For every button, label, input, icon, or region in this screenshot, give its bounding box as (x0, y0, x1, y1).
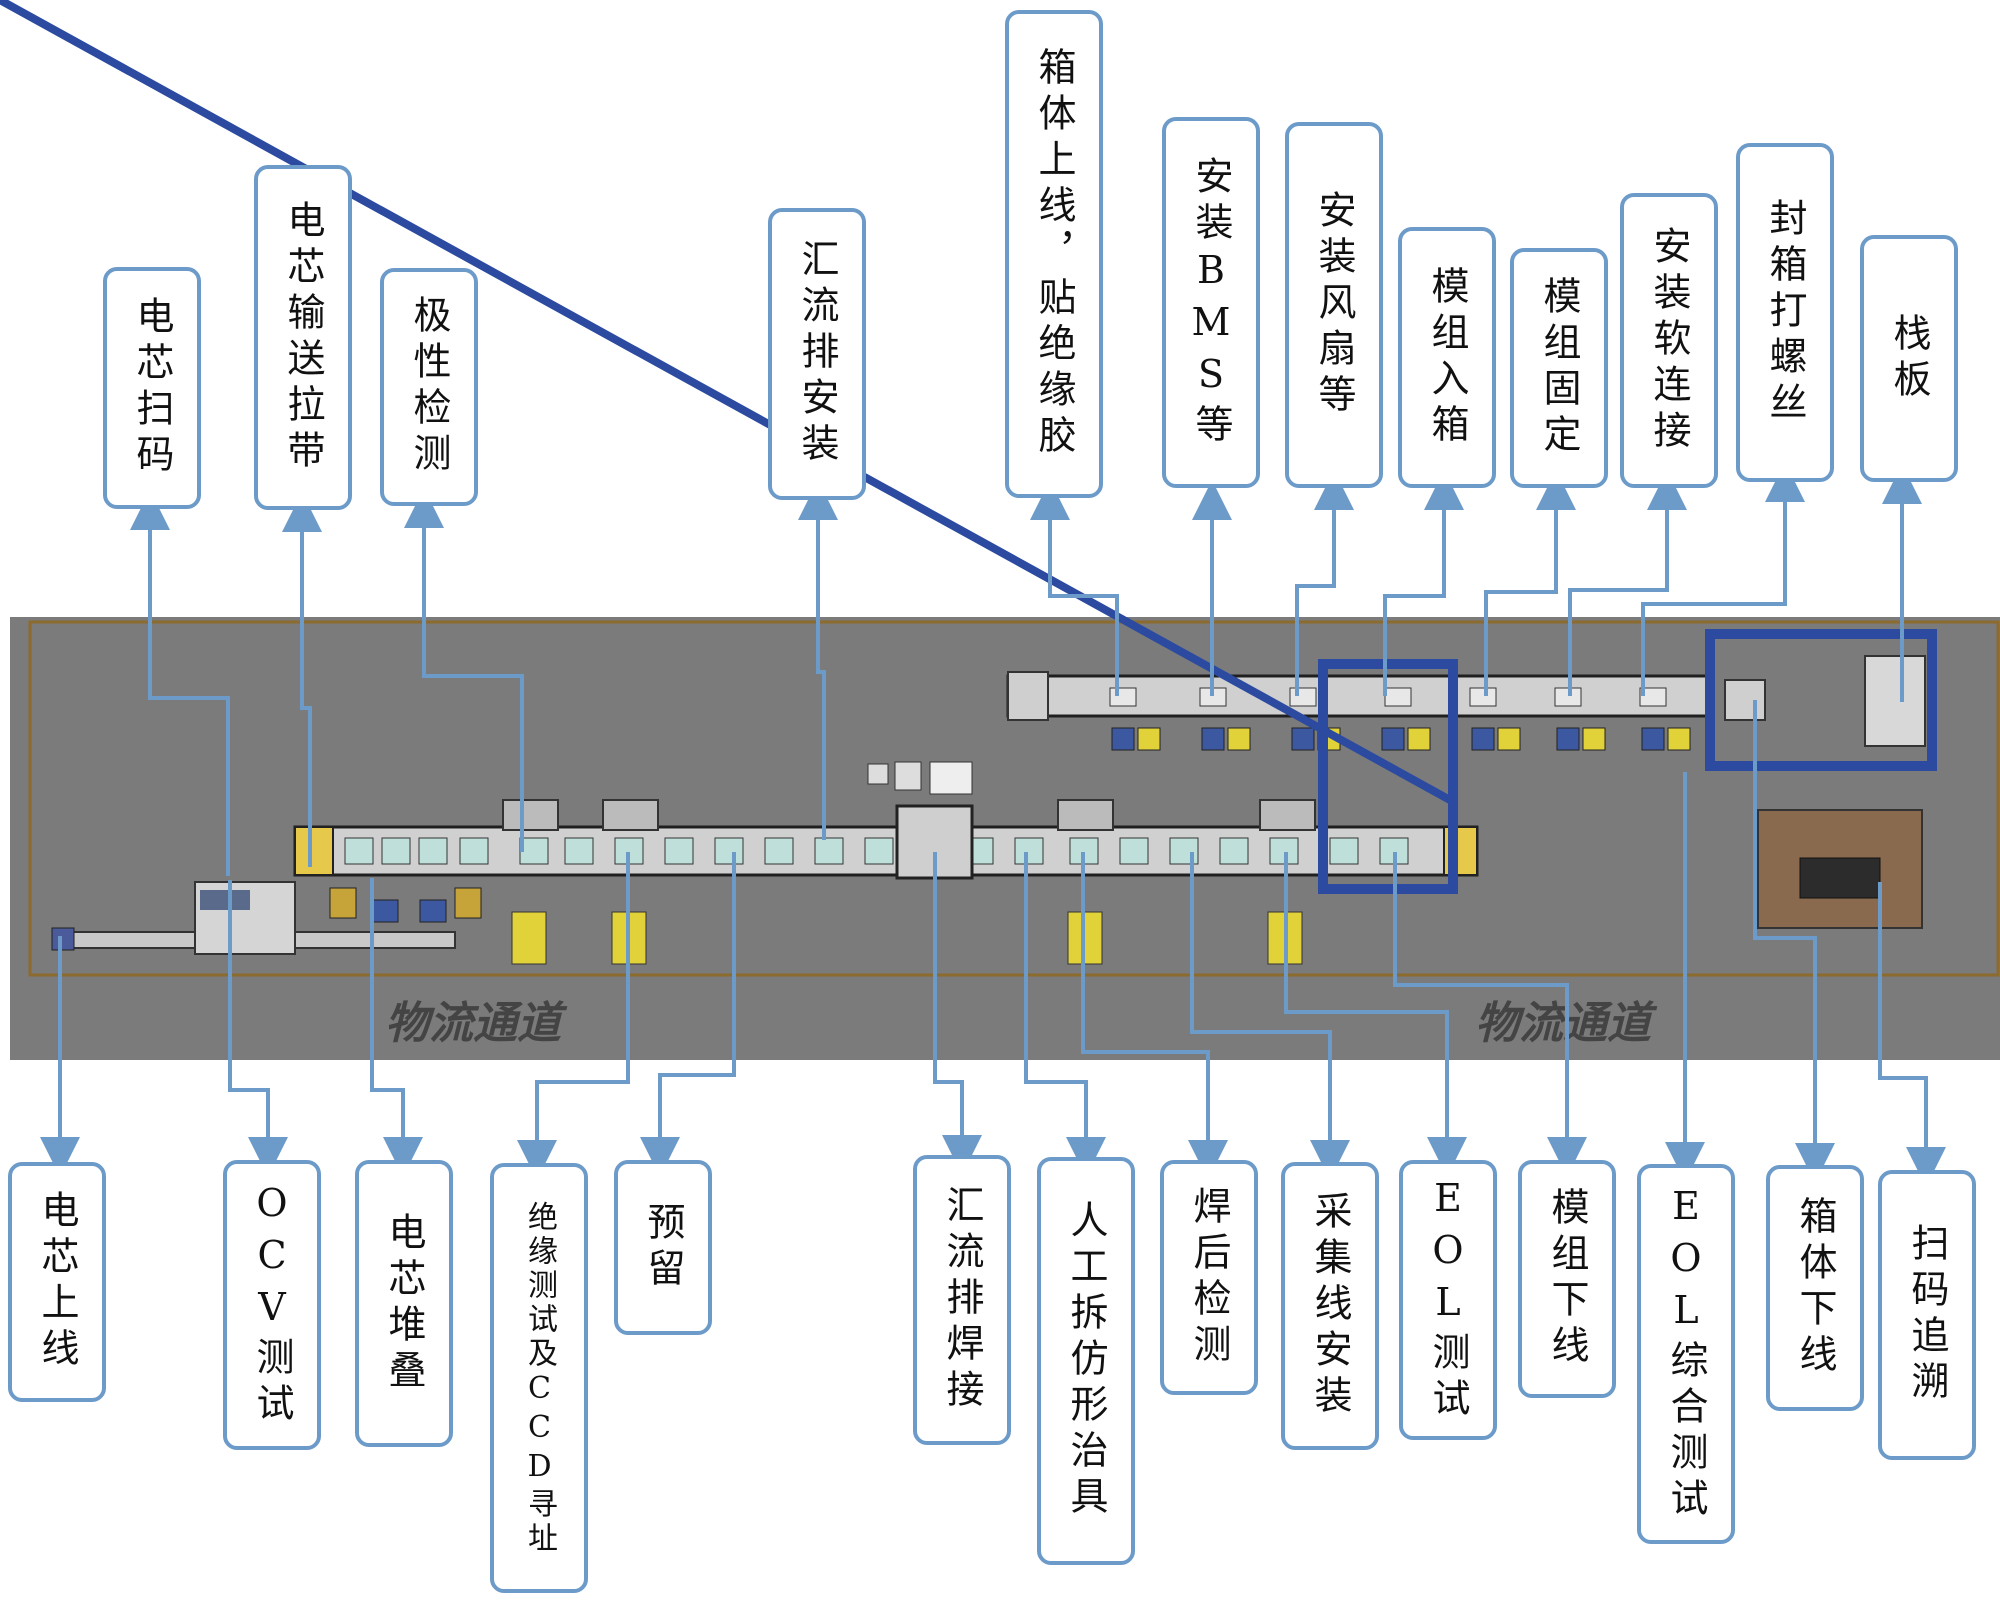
label-module-offline: 模组下线 (1518, 1160, 1616, 1398)
label-box-online: 箱体上线，贴绝缘胶 (1005, 10, 1103, 498)
gantry-middle-beam (0, 0, 1452, 804)
weld-cabinet-2 (894, 761, 922, 791)
connector-busbar-install (798, 480, 838, 840)
label-cell-conveyor: 电芯输送拉带 (254, 165, 352, 510)
label-install-bms: 安装BMS等 (1162, 117, 1260, 488)
trace-workstation (1799, 857, 1881, 899)
label-pallet: 栈板 (1860, 235, 1958, 482)
pack-line-loader (1007, 671, 1049, 721)
label-cell-stack: 电芯堆叠 (355, 1160, 453, 1447)
label-busbar-install: 汇流排安装 (768, 208, 866, 500)
feeder-head (51, 927, 75, 951)
test-station-2 (602, 799, 659, 831)
module-offline-station (1724, 679, 1766, 721)
stack-station-a (329, 887, 357, 919)
connector-soft-connect (1568, 470, 1687, 696)
connector-busbar-weld (933, 852, 982, 1175)
main-conveyor-start (294, 826, 334, 876)
connector-box-online (1030, 480, 1119, 696)
connector-ocv-test (228, 880, 288, 1177)
label-insulation-ccd: 绝缘测试及CCD寻址 (490, 1163, 588, 1593)
connector-lines (40, 462, 1946, 1187)
label-soft-connect: 安装软连接 (1620, 193, 1718, 488)
gantry-middle (1318, 659, 1458, 894)
floor-plan: 物流通道 物流通道 (0, 0, 2000, 1060)
pack-line-stations (1109, 687, 1691, 751)
ocv-panel (200, 890, 250, 910)
stack-station-b (371, 899, 399, 923)
connector-eol-test (1284, 852, 1467, 1177)
connector-harness-install (1190, 852, 1350, 1180)
label-cell-scan: 电芯扫码 (103, 267, 201, 509)
label-ocv-test: OCV测试 (223, 1160, 321, 1450)
channel-label-left: 物流通道 (385, 998, 568, 1049)
connector-insulation-ccd (517, 852, 630, 1180)
connector-seal-screw (1641, 462, 1805, 696)
label-install-fan: 安装风扇等 (1285, 122, 1383, 488)
label-scan-trace: 扫码追溯 (1878, 1170, 1976, 1460)
connector-cell-stack (370, 878, 423, 1177)
label-cell-online: 电芯上线 (8, 1162, 106, 1402)
gantry-right (1705, 629, 1937, 771)
test-station-1 (502, 799, 559, 831)
label-post-weld: 焊后检测 (1160, 1160, 1258, 1395)
stack-station-c (419, 899, 447, 923)
label-seal-screw: 封箱打螺丝 (1736, 143, 1834, 482)
stack-station-d (454, 887, 482, 919)
connector-manual-fixture (1024, 852, 1106, 1177)
connector-box-offline (1753, 700, 1835, 1183)
connector-module-fix (1484, 470, 1576, 696)
label-polarity-check: 极性检测 (380, 268, 478, 506)
connector-cell-scan (130, 490, 230, 876)
label-harness-install: 采集线安装 (1281, 1162, 1379, 1450)
label-eol-full: EOL综合测试 (1637, 1164, 1735, 1544)
connector-cell-conveyor (282, 492, 322, 867)
connector-module-offline (1393, 852, 1587, 1177)
connector-polarity-check (404, 488, 524, 852)
label-eol-test: EOL测试 (1399, 1160, 1497, 1440)
test-station-4 (1259, 799, 1316, 831)
floor-border (28, 620, 2000, 977)
connector-post-weld (1081, 852, 1228, 1180)
label-module-fix: 模组固定 (1510, 248, 1608, 488)
label-manual-fixture: 人工拆仿形治具 (1037, 1157, 1135, 1565)
connector-reserved (640, 852, 736, 1177)
pallet-rack (1864, 655, 1926, 747)
label-busbar-weld: 汇流排焊接 (913, 1155, 1011, 1445)
weld-cabinet-3 (929, 761, 973, 795)
weld-cabinet-1 (867, 763, 889, 785)
connector-scan-trace (1878, 882, 1946, 1187)
test-station-3 (1057, 799, 1114, 831)
main-conveyor-cells (344, 837, 1409, 865)
label-module-boxing: 模组入箱 (1398, 227, 1496, 488)
connector-install-fan (1295, 470, 1354, 696)
label-box-offline: 箱体下线 (1766, 1165, 1864, 1411)
label-reserved: 预留 (614, 1160, 712, 1335)
connector-module-boxing (1383, 470, 1464, 696)
fixture-yellow-1 (511, 911, 547, 965)
